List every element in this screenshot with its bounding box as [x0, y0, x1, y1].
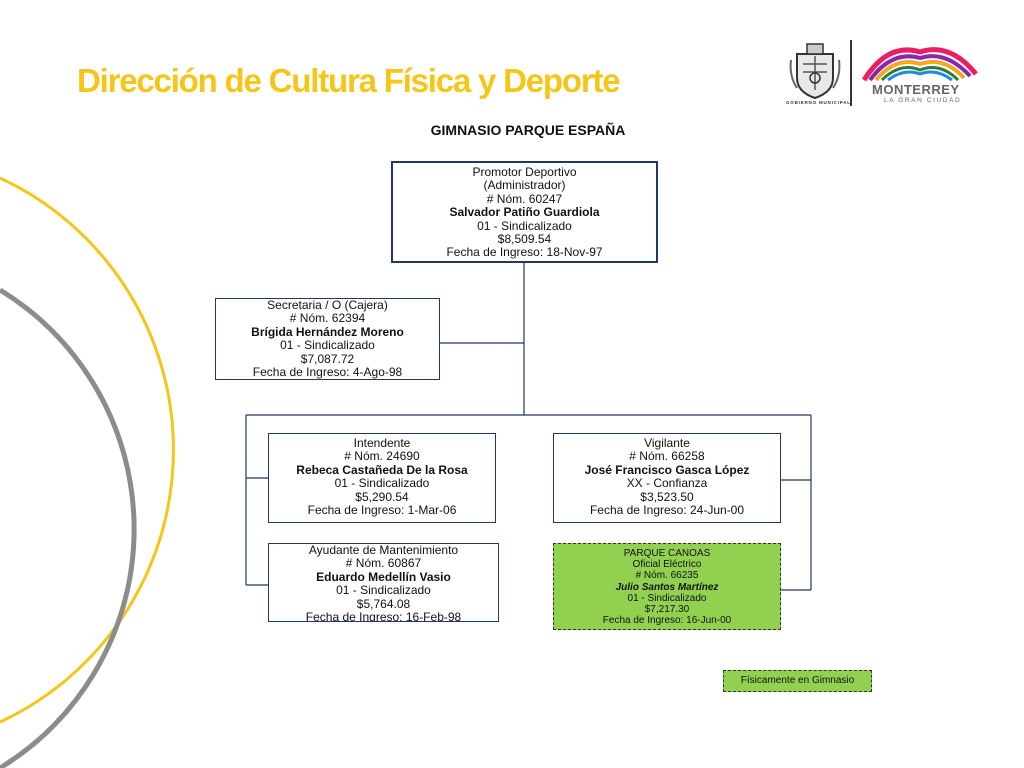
- ingreso: Fecha de Ingreso: 16-Jun-00: [602, 615, 732, 627]
- role: Oficial Eléctrico: [632, 559, 702, 571]
- role: Secretaria / O (Cajera): [267, 298, 388, 312]
- page-subtitle: GIMNASIO PARQUE ESPAÑA: [430, 122, 626, 138]
- role: Intendente: [353, 436, 411, 450]
- nomina: # Nóm. 60247: [486, 191, 563, 206]
- employee-name: Salvador Patiño Guardiola: [449, 205, 600, 220]
- employee-name: Julio Santos Martínez: [615, 581, 719, 593]
- status: 01 - Sindicalizado: [280, 338, 375, 353]
- ingreso: Fecha de Ingreso: 18-Nov-97: [446, 245, 603, 260]
- ingreso: Fecha de Ingreso: 24-Jun-00: [589, 503, 745, 518]
- yellow-arc: [0, 176, 175, 724]
- page-title: Dirección de Cultura Física y Deporte: [77, 62, 621, 99]
- status: 01 - Sindicalizado: [627, 592, 707, 604]
- role: Vigilante: [644, 436, 690, 450]
- role: Promotor Deportivo: [472, 165, 577, 179]
- salary: $5,764.08: [356, 596, 411, 611]
- monterrey-wordmark: MONTERREY: [872, 82, 960, 97]
- status: XX - Confianza: [626, 476, 708, 491]
- salary: $8,509.54: [497, 232, 552, 247]
- org-box-parque-canoas: PARQUE CANOAS Oficial Eléctrico # Nóm. 6…: [553, 543, 781, 630]
- gray-arc: [0, 287, 137, 768]
- nomina: # Nóm. 60867: [345, 556, 422, 571]
- salary: $3,523.50: [640, 489, 694, 504]
- salary: $7,087.72: [300, 351, 355, 366]
- employee-name: Eduardo Medellín Vasio: [316, 569, 451, 584]
- monterrey-logo-icon: [861, 47, 978, 82]
- location: PARQUE CANOAS: [623, 548, 711, 559]
- monterrey-tagline: LA GRAN CIUDAD: [884, 97, 962, 104]
- salary: $5,290.54: [355, 489, 409, 504]
- org-box-ayudante: Ayudante de Mantenimiento # Nóm. 60867 E…: [268, 543, 499, 622]
- logo-separator: [850, 40, 852, 106]
- org-box-intendente: Intendente # Nóm. 24690 Rebeca Castañeda…: [268, 433, 496, 523]
- org-box-promotor: Promotor Deportivo (Administrador) # Nóm…: [391, 161, 658, 263]
- nomina: # Nóm. 66235: [635, 570, 699, 582]
- legend-fisicamente-en-gimnasio: Físicamente en Gimnasio: [723, 670, 872, 692]
- employee-name: José Francisco Gasca López: [584, 462, 750, 477]
- salary: $7,217.30: [644, 604, 690, 616]
- nomina: # Nóm. 24690: [344, 449, 420, 464]
- ingreso: Fecha de Ingreso: 1-Mar-06: [307, 503, 457, 518]
- gobierno-municipal-label: GOBIERNO MUNICIPAL: [786, 100, 851, 105]
- nomina: # Nóm. 62394: [289, 311, 366, 326]
- role: Ayudante de Mantenimiento: [308, 543, 459, 557]
- ingreso: Fecha de Ingreso: 4-Ago-98: [252, 365, 403, 380]
- status: 01 - Sindicalizado: [336, 583, 431, 598]
- municipal-seal-icon: [789, 43, 841, 100]
- employee-name: Rebeca Castañeda De la Rosa: [296, 462, 468, 477]
- status: 01 - Sindicalizado: [334, 476, 430, 491]
- employee-name: Brígida Hernández Moreno: [251, 324, 404, 339]
- org-box-vigilante: Vigilante # Nóm. 66258 José Francisco Ga…: [553, 433, 781, 523]
- org-box-secretaria: Secretaria / O (Cajera) # Nóm. 62394 Brí…: [215, 298, 440, 380]
- ingreso: Fecha de Ingreso: 16-Feb-98: [305, 610, 462, 622]
- nomina: # Nóm. 66258: [629, 449, 705, 464]
- status: 01 - Sindicalizado: [477, 218, 572, 233]
- role-note: (Administrador): [483, 178, 566, 193]
